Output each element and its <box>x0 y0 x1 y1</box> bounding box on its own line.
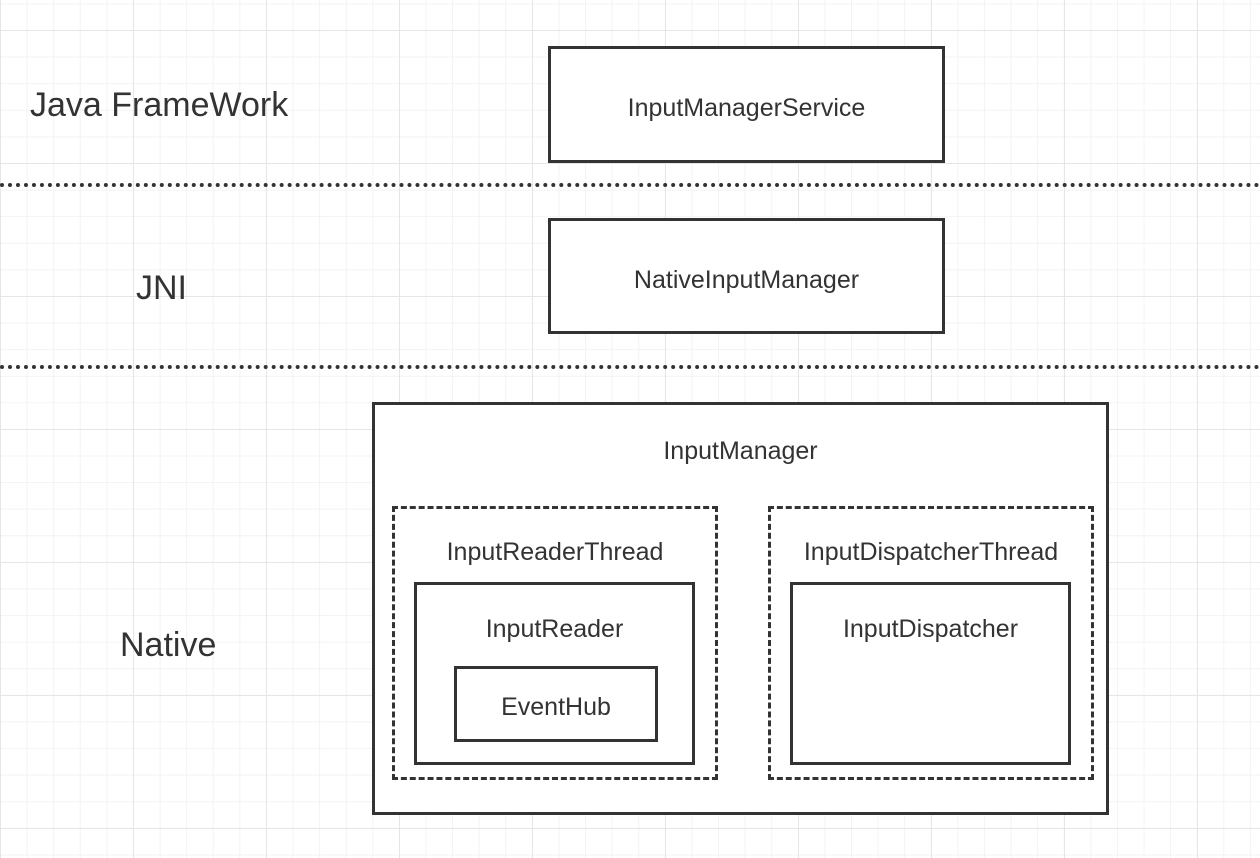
layer-label-java-framework: Java FrameWork <box>30 86 289 124</box>
input-reader-thread-label: InputReaderThread <box>446 538 664 566</box>
event-hub-box: EventHub <box>454 666 658 742</box>
input-dispatcher-thread-box: InputDispatcherThread <box>768 506 1094 780</box>
layer-separator-top <box>0 183 1260 187</box>
input-dispatcher-box: InputDispatcher <box>790 582 1071 765</box>
native-input-manager-label: NativeInputManager <box>633 266 860 294</box>
layer-label-jni: JNI <box>136 269 187 307</box>
layer-label-native: Native <box>120 626 217 664</box>
layer-separator-bottom <box>0 365 1260 369</box>
input-manager-service-label: InputManagerService <box>627 94 866 122</box>
input-reader-label: InputReader <box>485 615 624 643</box>
input-dispatcher-label: InputDispatcher <box>842 615 1019 643</box>
input-dispatcher-thread-label: InputDispatcherThread <box>803 538 1059 566</box>
event-hub-label: EventHub <box>501 693 611 721</box>
input-reader-thread-box: InputReaderThread <box>392 506 718 780</box>
native-input-manager-box: NativeInputManager <box>548 218 945 334</box>
input-manager-label: InputManager <box>663 437 818 465</box>
input-manager-service-box: InputManagerService <box>548 46 945 163</box>
